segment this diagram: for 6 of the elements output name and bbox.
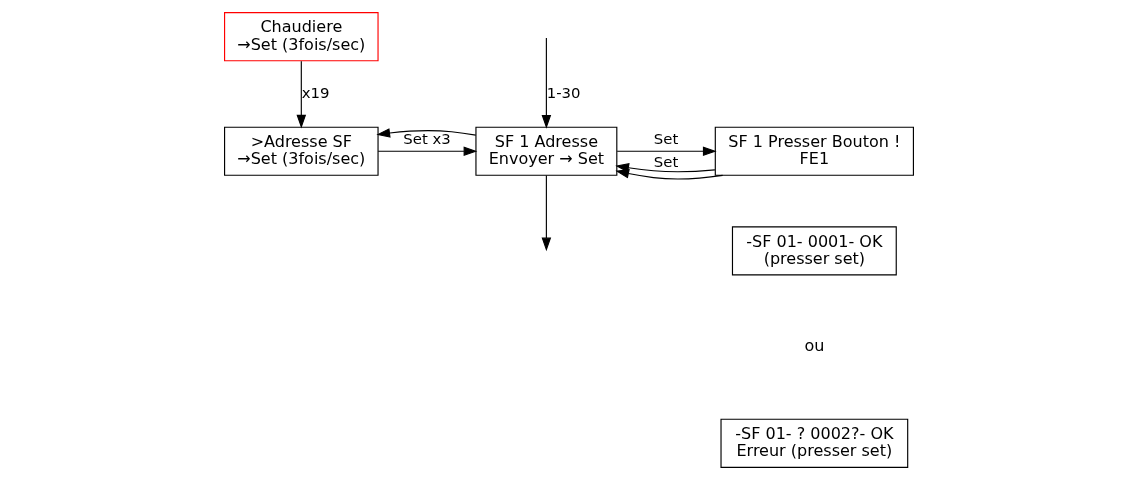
- edge-label: Set: [653, 152, 678, 171]
- edge-label: x19: [301, 83, 329, 102]
- label: ou: [803, 336, 824, 356]
- edge-label: Set x3: [402, 129, 451, 148]
- edge-label: 1-30: [546, 83, 580, 102]
- edge-label: Set: [653, 129, 678, 148]
